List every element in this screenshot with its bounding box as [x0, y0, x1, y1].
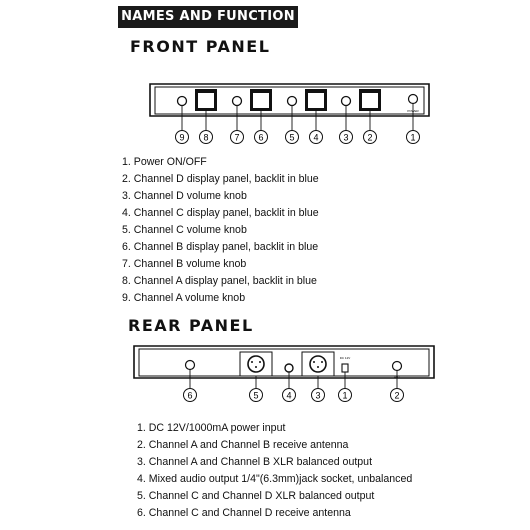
- front-marker-circle: [406, 130, 420, 144]
- list-item: 4. Mixed audio output 1/4"(6.3mm)jack so…: [137, 473, 413, 485]
- list-item: 2. Channel D display panel, backlit in b…: [122, 173, 319, 185]
- xlr-ab-output: [309, 355, 327, 373]
- rear-marker-circle: [249, 388, 263, 402]
- channel-a-volume-knob: [176, 95, 188, 107]
- list-item: 6. Channel C and Channel D receive anten…: [137, 507, 351, 519]
- rear-marker-circle: [390, 388, 404, 402]
- rear-panel-bracket: [133, 345, 435, 379]
- front-marker-label: 2: [367, 132, 372, 142]
- antenna-ab-socket: [391, 360, 403, 372]
- channel-d-volume-knob: [340, 95, 352, 107]
- front-panel-heading: FRONT PANEL: [130, 37, 271, 56]
- list-item: 1. Power ON/OFF: [122, 156, 207, 168]
- list-item: 4. Channel C display panel, backlit in b…: [122, 207, 319, 219]
- front-marker-circle: [175, 130, 189, 144]
- list-item: 8. Channel A display panel, backlit in b…: [122, 275, 317, 287]
- front-marker-circle: [309, 130, 323, 144]
- rear-marker-label: 6: [187, 390, 192, 400]
- dc-power-input: [341, 363, 349, 373]
- list-item: 5. Channel C volume knob: [122, 224, 247, 236]
- front-marker-circle: [254, 130, 268, 144]
- list-item: 2. Channel A and Channel B receive anten…: [137, 439, 349, 451]
- list-item: 9. Channel A volume knob: [122, 292, 246, 304]
- rear-marker-circle: [282, 388, 296, 402]
- list-item: 3. Channel D volume knob: [122, 190, 247, 202]
- front-marker-circle: [285, 130, 299, 144]
- mixed-output-jack: [284, 363, 294, 373]
- rear-marker-label: 4: [286, 390, 291, 400]
- front-marker-label: 1: [410, 132, 415, 142]
- xlr-cd-output: [247, 355, 265, 373]
- rear-marker-circle: [311, 388, 325, 402]
- channel-b-volume-knob: [231, 95, 243, 107]
- antenna-cd-socket: [184, 359, 196, 371]
- rear-marker-circle: [183, 388, 197, 402]
- rear-panel-list: 1. DC 12V/1000mA power input 2. Channel A…: [137, 420, 412, 522]
- list-item: 3. Channel A and Channel B XLR balanced …: [137, 456, 373, 468]
- rear-marker-label: 3: [315, 390, 320, 400]
- front-marker-circle: [363, 130, 377, 144]
- front-marker-label: 3: [343, 132, 348, 142]
- front-marker-label: 9: [179, 132, 184, 142]
- front-panel-bracket: [149, 83, 430, 117]
- list-item: 1. DC 12V/1000mA power input: [137, 422, 286, 434]
- rear-marker-label: 1: [342, 390, 347, 400]
- list-item: 6. Channel B display panel, backlit in b…: [122, 241, 319, 253]
- rear-panel-body: [138, 348, 430, 377]
- front-marker-circle: [339, 130, 353, 144]
- front-panel-list: 1. Power ON/OFF 2. Channel D display pane…: [122, 154, 319, 307]
- front-marker-label: 7: [234, 132, 239, 142]
- rear-panel-heading: REAR PANEL: [128, 316, 254, 335]
- rear-marker-circle: [338, 388, 352, 402]
- channel-c-volume-knob: [286, 95, 298, 107]
- power-button: [407, 93, 419, 105]
- front-marker-label: 5: [289, 132, 294, 142]
- front-marker-label: 6: [258, 132, 263, 142]
- front-marker-circle: [199, 130, 213, 144]
- dc-label: DC 12V: [340, 356, 351, 360]
- list-item: 5. Channel C and Channel D XLR balanced …: [137, 490, 375, 502]
- front-marker-label: 4: [313, 132, 318, 142]
- section-banner: NAMES AND FUNCTION OF DEVICES: [118, 6, 298, 46]
- list-item: 7. Channel B volume knob: [122, 258, 247, 270]
- rear-marker-label: 2: [394, 390, 399, 400]
- front-marker-label: 8: [203, 132, 208, 142]
- rear-marker-label: 5: [253, 390, 258, 400]
- front-panel-body: [154, 86, 425, 115]
- front-marker-circle: [230, 130, 244, 144]
